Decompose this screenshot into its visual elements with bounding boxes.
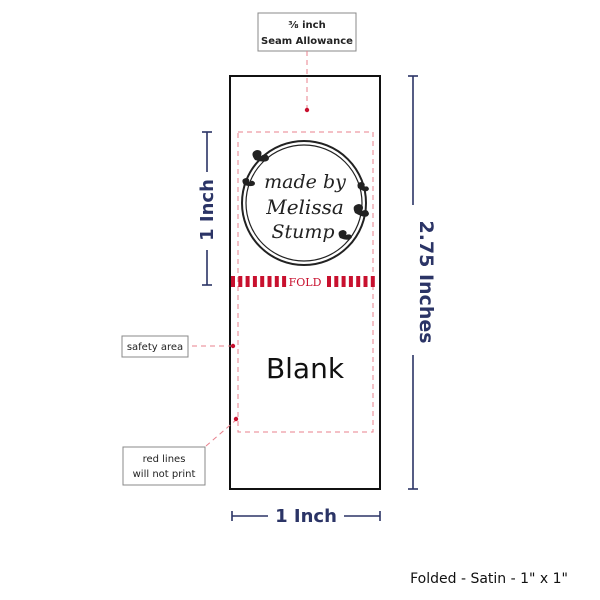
right-dimension-label: 2.75 Inches: [415, 220, 437, 343]
left-dimension: [202, 131, 212, 286]
fold-stripe: [370, 276, 375, 287]
heart-icon: [252, 150, 269, 162]
left-dimension-label: 1 Inch: [197, 179, 218, 241]
fold-stripe: [260, 276, 265, 287]
safety-area-label: safety area: [127, 342, 183, 353]
seam-callout-line2: Seam Allowance: [261, 36, 353, 47]
seam-allowance-callout: [257, 12, 357, 52]
heart-icon: [242, 178, 255, 187]
logo-line2: Melissa: [265, 195, 344, 219]
heart-icon: [357, 182, 369, 192]
red-lines-line1: red lines: [143, 454, 186, 465]
blank-text: Blank: [266, 352, 345, 385]
bottom-dimension-label: 1 Inch: [275, 506, 337, 527]
fold-stripe: [334, 276, 339, 287]
label-outline: [229, 75, 381, 490]
bottom-dimension: [231, 511, 381, 521]
fold-stripe: [356, 276, 361, 287]
fold-stripe: [231, 276, 235, 287]
logo-line1: made by: [264, 171, 346, 193]
fold-stripe: [267, 276, 272, 287]
fold-stripe: [245, 276, 250, 287]
fold-stripe: [282, 276, 287, 287]
red-lines-line2: will not print: [133, 469, 196, 480]
seam-dot: [304, 107, 310, 113]
right-dimension: [408, 75, 418, 490]
fold-stripe: [348, 276, 353, 287]
fold-stripe: [327, 276, 331, 287]
red-lines-leader: [205, 419, 237, 447]
heart-icon: [353, 204, 369, 217]
logo-line3: Stump: [271, 221, 334, 243]
seam-callout-line1: ⅜ inch: [288, 20, 325, 31]
fold-label: FOLD: [289, 276, 322, 289]
fold-stripe: [238, 276, 243, 287]
red-lines-callout: [122, 446, 206, 486]
safety-area-callout: [121, 335, 189, 358]
fold-stripe: [341, 276, 346, 287]
fold-stripe: [252, 276, 257, 287]
safety-area: [237, 131, 374, 433]
fold-stripe: [274, 276, 279, 287]
fold-stripe: [363, 276, 368, 287]
caption: Folded - Satin - 1" x 1": [410, 571, 568, 587]
logo: made by Melissa Stump: [241, 140, 369, 266]
red-lines-dot: [233, 416, 239, 422]
heart-icon: [338, 230, 352, 240]
fold-line: [231, 276, 375, 287]
safety-dot: [230, 343, 236, 349]
